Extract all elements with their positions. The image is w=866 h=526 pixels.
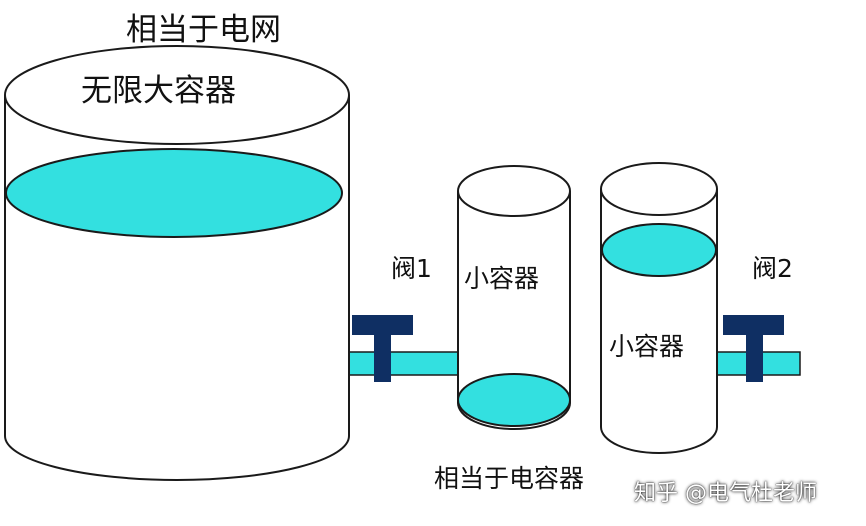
valve-1 — [352, 315, 413, 382]
watermark: 知乎 @电气杜老师 — [634, 481, 817, 506]
pipe-1 — [343, 351, 459, 376]
small-tank-2-water — [601, 223, 717, 277]
small-tank-1-water — [457, 373, 571, 427]
valve-1-label: 阀1 — [391, 254, 432, 283]
big-tank — [4, 45, 350, 481]
grid-title-label: 相当于电网 — [126, 12, 281, 48]
small-tank-2-top-rim — [600, 162, 718, 216]
big-tank-water — [5, 148, 343, 238]
valve-2-label: 阀2 — [752, 254, 793, 283]
big-tank-top-rim — [4, 45, 350, 145]
small-tank-1-label: 小容器 — [464, 264, 540, 293]
small-tank-1 — [457, 165, 571, 430]
valve-2-stem — [746, 333, 763, 382]
valve-1-handle — [352, 315, 413, 335]
valve-2-handle — [723, 315, 784, 335]
small-tank-2-label: 小容器 — [609, 332, 685, 361]
small-tank-1-body — [457, 191, 571, 430]
capacitor-caption: 相当于电容器 — [434, 464, 585, 493]
big-tank-label: 无限大容器 — [81, 73, 236, 109]
small-tank-1-top-rim — [457, 165, 571, 217]
valve-2 — [723, 315, 784, 382]
valve-1-stem — [374, 333, 391, 382]
small-tank-2 — [600, 162, 718, 454]
